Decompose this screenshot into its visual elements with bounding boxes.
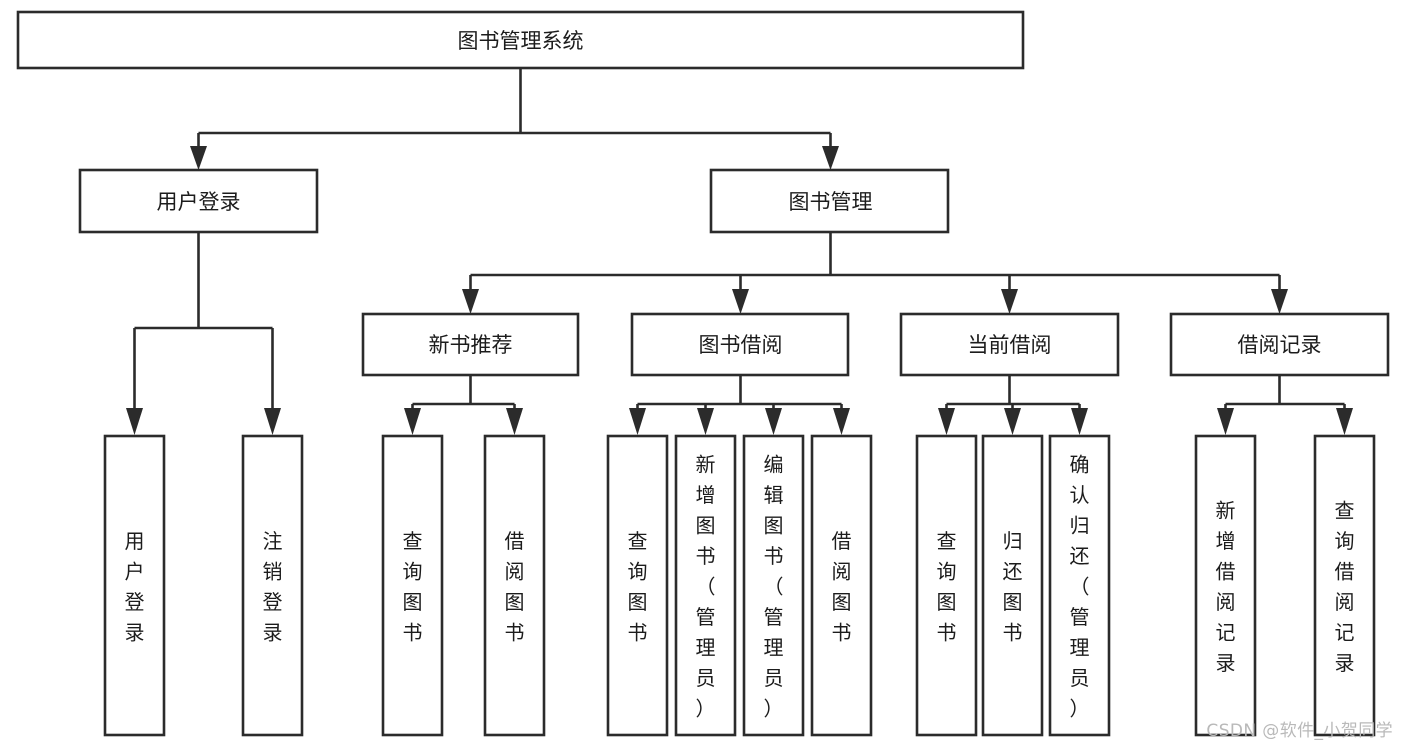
leaf-query-book-current-box[interactable] bbox=[915, 434, 978, 737]
arrowhead-book-mgmt bbox=[822, 146, 839, 170]
csdn-watermark: CSDN @软件_小贺同学 bbox=[1206, 721, 1393, 741]
leaf-confirm-return-box[interactable] bbox=[1048, 434, 1111, 737]
leaf-borrow-book-newbook-box[interactable] bbox=[483, 434, 546, 737]
arrowhead-current-borrow bbox=[1001, 289, 1018, 314]
arrowhead-currentborrow-leaf-1 bbox=[938, 408, 955, 435]
node-user-login-label: 用户登录 bbox=[157, 190, 241, 214]
leaf-query-book-borrow-label: 查询图书 bbox=[628, 529, 648, 645]
leaf-user-login-label: 用户登录 bbox=[125, 529, 145, 645]
node-book-management[interactable]: 图书管理 bbox=[709, 168, 950, 234]
arrowhead-borrowrecord-leaf-2 bbox=[1336, 408, 1353, 435]
node-current-borrow-box[interactable] bbox=[899, 312, 1120, 377]
leaf-return-book-label: 归还图书 bbox=[1003, 529, 1023, 645]
arrowhead-bookborrow-leaf-1 bbox=[629, 408, 646, 435]
leaf-add-book-label: 新增图书（管理员） bbox=[696, 453, 716, 721]
leaf-return-book-box[interactable] bbox=[981, 434, 1044, 737]
node-root-label: 图书管理系统 bbox=[458, 29, 584, 53]
node-book-borrow-box[interactable] bbox=[630, 312, 850, 377]
leaf-logout-box[interactable] bbox=[241, 434, 304, 737]
leaf-confirm-return-label: 确认归还（管理员） bbox=[1070, 453, 1090, 721]
node-book-borrow-label: 图书借阅 bbox=[699, 333, 783, 357]
leaf-query-borrow-record-box[interactable] bbox=[1313, 434, 1376, 737]
leaf-add-borrow-record-box[interactable] bbox=[1194, 434, 1257, 737]
arrowhead-bookborrow-leaf-3 bbox=[765, 408, 782, 435]
arrowhead-newbook-leaf-2 bbox=[506, 408, 523, 435]
leaf-user-login-box[interactable] bbox=[103, 434, 166, 737]
leaf-borrow-book-newbook-label: 借阅图书 bbox=[505, 529, 525, 645]
arrowhead-newbook-leaf-1 bbox=[404, 408, 421, 435]
node-user-login-box[interactable] bbox=[78, 168, 319, 234]
arrowhead-borrow-record bbox=[1271, 289, 1288, 314]
connector-group bbox=[126, 69, 1353, 435]
arrowhead-bookborrow-leaf-2 bbox=[697, 408, 714, 435]
node-borrow-record-box[interactable] bbox=[1169, 312, 1390, 377]
node-root[interactable]: 图书管理系统 bbox=[16, 10, 1025, 70]
arrowhead-currentborrow-leaf-3 bbox=[1071, 408, 1088, 435]
leaf-group-new-book: 查询图书 借阅图书 bbox=[381, 434, 546, 737]
arrowhead-leaf-user-login bbox=[126, 408, 143, 435]
node-new-book-recommend[interactable]: 新书推荐 bbox=[361, 312, 580, 377]
node-new-book-recommend-label: 新书推荐 bbox=[429, 333, 513, 357]
node-book-borrow[interactable]: 图书借阅 bbox=[630, 312, 850, 377]
leaf-borrow-book-box[interactable] bbox=[810, 434, 873, 737]
leaf-group-borrow-record: 新增借阅记录 查询借阅记录 bbox=[1194, 434, 1376, 737]
arrowhead-book-borrow bbox=[732, 289, 749, 314]
node-book-management-label: 图书管理 bbox=[789, 190, 873, 214]
leaf-edit-book-label: 编辑图书（管理员） bbox=[764, 453, 784, 721]
node-book-management-box[interactable] bbox=[709, 168, 950, 234]
arrowhead-currentborrow-leaf-2 bbox=[1004, 408, 1021, 435]
leaf-group-user-login: 用户登录 注销登录 bbox=[103, 434, 304, 737]
node-borrow-record[interactable]: 借阅记录 bbox=[1169, 312, 1390, 377]
arrowhead-leaf-logout bbox=[264, 408, 281, 435]
arrowhead-new-book-rec bbox=[462, 289, 479, 314]
leaf-group-current-borrow: 查询图书 归还图书 确认归还（管理员） bbox=[915, 434, 1111, 737]
leaf-query-book-newbook-label: 查询图书 bbox=[403, 529, 423, 645]
node-user-login[interactable]: 用户登录 bbox=[78, 168, 319, 234]
node-new-book-recommend-box[interactable] bbox=[361, 312, 580, 377]
leaf-query-book-current-label: 查询图书 bbox=[937, 529, 957, 645]
node-root-box[interactable] bbox=[16, 10, 1025, 70]
node-current-borrow[interactable]: 当前借阅 bbox=[899, 312, 1120, 377]
leaf-query-book-borrow-box[interactable] bbox=[606, 434, 669, 737]
leaf-query-book-newbook-box[interactable] bbox=[381, 434, 444, 737]
leaf-logout-label: 注销登录 bbox=[263, 529, 283, 645]
leaf-query-borrow-record-label: 查询借阅记录 bbox=[1335, 498, 1355, 675]
arrowhead-borrowrecord-leaf-1 bbox=[1217, 408, 1234, 435]
arrowhead-user-login bbox=[190, 146, 207, 170]
node-borrow-record-label: 借阅记录 bbox=[1238, 333, 1322, 357]
leaf-edit-book-box[interactable] bbox=[742, 434, 805, 737]
leaf-add-borrow-record-label: 新增借阅记录 bbox=[1216, 498, 1236, 675]
node-current-borrow-label: 当前借阅 bbox=[968, 333, 1052, 357]
leaf-borrow-book-label: 借阅图书 bbox=[832, 529, 852, 645]
leaf-group-book-borrow: 查询图书 新增图书（管理员） 编辑图书（管理员） 借阅图书 bbox=[606, 434, 873, 737]
leaf-add-book-box[interactable] bbox=[674, 434, 737, 737]
arrowhead-bookborrow-leaf-4 bbox=[833, 408, 850, 435]
